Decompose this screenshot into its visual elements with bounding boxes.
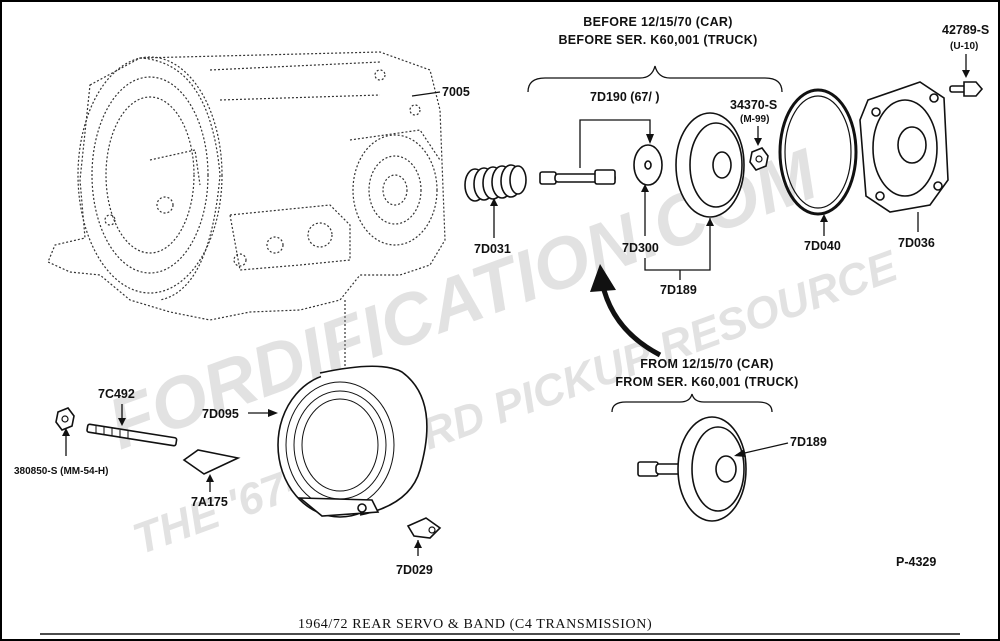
servo-cover-drawing bbox=[859, 81, 949, 213]
lock-nut-drawing bbox=[55, 407, 75, 431]
from-serial-truck-label: FROM SER. K60,001 (TRUCK) bbox=[615, 375, 798, 389]
servo-piston-drawing bbox=[675, 112, 745, 218]
anchor-strut-arrow bbox=[414, 540, 422, 548]
seal-arrow bbox=[820, 214, 828, 222]
rod-leader bbox=[579, 119, 651, 168]
rod-arrow bbox=[646, 134, 654, 144]
cover-bolt-drawing bbox=[949, 81, 984, 97]
band-arrow bbox=[268, 409, 278, 417]
adjusting-screw-part-number: 7C492 bbox=[98, 387, 135, 401]
nut-arrow bbox=[754, 138, 762, 146]
bolt-part-number: 42789-S bbox=[942, 23, 989, 37]
band-strut-drawing bbox=[182, 449, 241, 475]
strut-part-number: 7A175 bbox=[191, 495, 228, 509]
before-bracket bbox=[527, 65, 783, 93]
strut-arrow bbox=[206, 474, 214, 482]
adjusting-screw-arrow bbox=[118, 418, 126, 426]
from-bracket bbox=[611, 393, 773, 413]
seal-ring-drawing bbox=[778, 88, 858, 216]
case-leader bbox=[411, 91, 441, 97]
transmission-case-drawing bbox=[47, 51, 446, 380]
servo-rod-drawing bbox=[539, 169, 616, 185]
cover-part-number: 7D036 bbox=[898, 236, 935, 250]
seal-part-number: 7D040 bbox=[804, 239, 841, 253]
change-arrowhead bbox=[590, 264, 616, 292]
nut-spec: (M-99) bbox=[740, 114, 769, 125]
spring-part-number: 7D031 bbox=[474, 242, 511, 256]
lock-nut-arrow bbox=[62, 428, 70, 436]
rod-part-number: 7D190 (67/ ) bbox=[590, 90, 659, 104]
new-servo-piston-drawing bbox=[637, 416, 747, 522]
hex-nut-drawing bbox=[749, 147, 769, 171]
piston-leader bbox=[644, 218, 711, 271]
lock-nut-part-number: 380850-S (MM-54-H) bbox=[14, 466, 108, 477]
piston-arrow bbox=[706, 218, 714, 226]
band-part-number: 7D095 bbox=[202, 407, 239, 421]
before-date-car-label: BEFORE 12/15/70 (CAR) bbox=[583, 15, 732, 29]
washer-drawing bbox=[633, 144, 663, 186]
spring-arrow bbox=[490, 198, 498, 206]
case-part-number: 7005 bbox=[442, 85, 470, 99]
nut-part-number: 34370-S bbox=[730, 98, 777, 112]
bolt-spec: (U-10) bbox=[950, 41, 978, 52]
from-date-car-label: FROM 12/15/70 (CAR) bbox=[640, 357, 774, 371]
new-piston-part-number: 7D189 bbox=[790, 435, 827, 449]
diagram-caption: 1964/72 REAR SERVO & BAND (C4 TRANSMISSI… bbox=[298, 617, 652, 632]
before-serial-truck-label: BEFORE SER. K60,001 (TRUCK) bbox=[558, 33, 757, 47]
anchor-strut-part-number: 7D029 bbox=[396, 563, 433, 577]
washer-part-number: 7D300 bbox=[622, 241, 659, 255]
piston-part-number: 7D189 bbox=[660, 283, 697, 297]
washer-arrow bbox=[641, 184, 649, 192]
anchor-strut-drawing bbox=[406, 517, 442, 539]
bolt-arrow bbox=[962, 70, 970, 78]
new-piston-arrow bbox=[734, 449, 746, 457]
servo-spring-drawing bbox=[464, 164, 527, 202]
adjusting-screw-drawing bbox=[86, 423, 178, 447]
change-arrow bbox=[599, 281, 662, 358]
rear-band-drawing bbox=[277, 365, 428, 518]
figure-number: P-4329 bbox=[896, 555, 936, 569]
